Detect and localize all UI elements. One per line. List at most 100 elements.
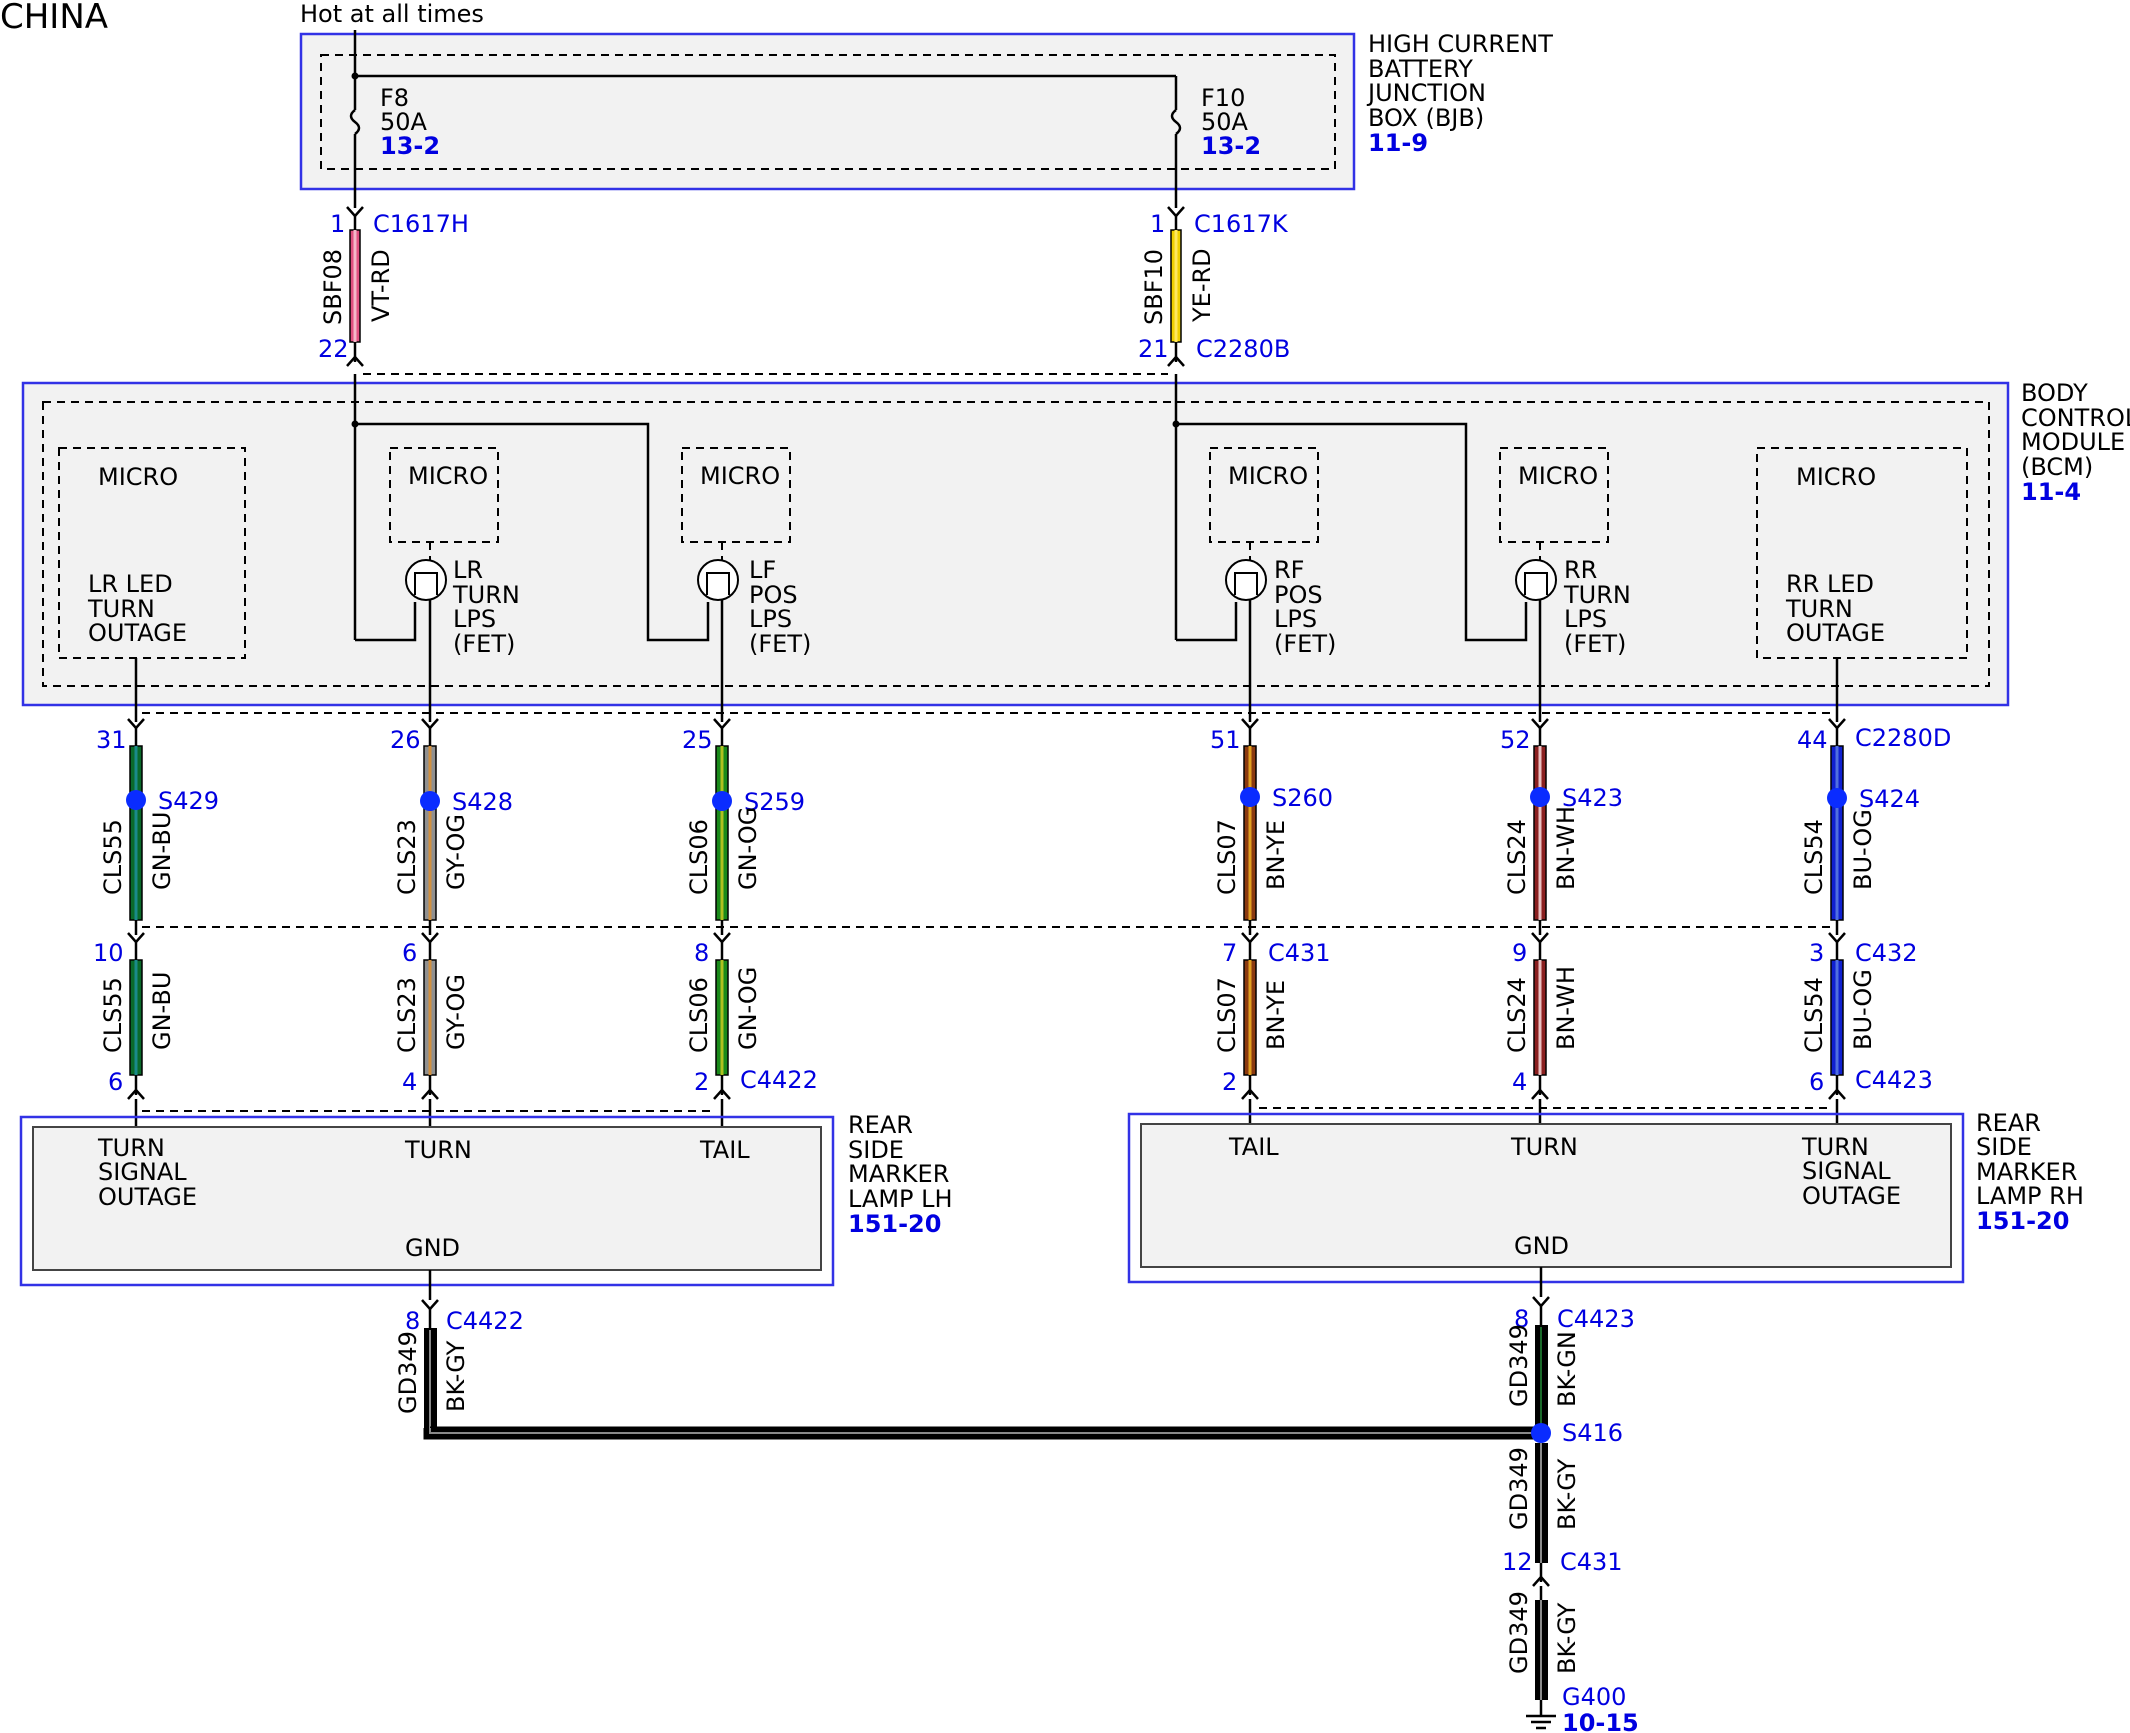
fuse-f8: F8 50A 13-2 [349, 84, 440, 208]
block-label-line: POS [1274, 581, 1323, 609]
block-label-line: RR [1564, 556, 1597, 584]
fuse-f10-rating: 50A [1201, 108, 1249, 136]
splice-s260 [1240, 787, 1260, 807]
pin-lamp-label: 2 [1222, 1068, 1237, 1096]
block-label-line: LF [749, 556, 776, 584]
sbf10-color: YE-RD [1188, 248, 1216, 323]
pin-lamp-label: 4 [1512, 1068, 1527, 1096]
bjb-ref: 11-9 [1368, 129, 1428, 157]
bcm-block-lf-pos-lps: MICRO LF POS LPS (FET) [681, 447, 811, 658]
fet-icon [697, 559, 739, 601]
lamp-rh-name: LAMP RH [1976, 1182, 2084, 1210]
wire-color-label: GN-BU [148, 812, 176, 890]
pin-bcm-label: 26 [390, 726, 421, 754]
micro-label: MICRO [98, 463, 178, 491]
pin-mid-label: 3 [1809, 939, 1824, 967]
lamp-rh-name: MARKER [1976, 1158, 2077, 1186]
lamp-rh-name: SIDE [1976, 1133, 2032, 1161]
fuse-f8-rating: 50A [380, 108, 428, 136]
block-label-line: (FET) [749, 630, 811, 658]
feed-wire-sbf10: 1 C1617K 21 C2280B SBF10 YE-RD [1138, 206, 1290, 367]
pin-lamp-label: 6 [1809, 1068, 1824, 1096]
wire-color-label: BN-WH [1552, 806, 1580, 890]
wire-color-label: GY-OG [442, 974, 470, 1050]
pin-bcm-label: 44 [1797, 726, 1828, 754]
circuit-label: CLS54 [1800, 819, 1828, 895]
block-label-line: POS [749, 581, 798, 609]
ground-symbol-icon [1526, 1714, 1556, 1730]
gnd-rh-conn: C4423 [1557, 1305, 1635, 1333]
lamp-pin-label: OUTAGE [98, 1183, 197, 1211]
circuit-label: CLS06 [685, 977, 713, 1053]
wire-cls07 [1240, 600, 1260, 1124]
circuit-label: CLS07 [1213, 819, 1241, 895]
pin-bcm-label: 25 [682, 726, 713, 754]
wire-color-label: BU-OG [1849, 809, 1877, 890]
micro-label: MICRO [700, 462, 780, 490]
fuse-f10-name: F10 [1201, 84, 1245, 112]
lamp-pin-label: TAIL [1228, 1133, 1279, 1161]
circuit-label: CLS07 [1213, 977, 1241, 1053]
block-label-line: LPS [749, 605, 792, 633]
block-label-line: OUTAGE [88, 619, 187, 647]
block-label-line: TURN [1563, 581, 1631, 609]
ground-point-label: G400 [1562, 1683, 1626, 1711]
block-label-line: LPS [1274, 605, 1317, 633]
sbf10-pin-top: 1 [1150, 210, 1165, 238]
rear-side-marker-lamp-lh: TURN SIGNAL OUTAGE TURN TAIL GND REAR SI… [19, 1111, 953, 1287]
sbf08-conn-top: C1617H [373, 210, 469, 238]
pin-lamp-label: 4 [402, 1068, 417, 1096]
block-label-line: TURN [452, 581, 520, 609]
lamp-pin-label: SIGNAL [1802, 1157, 1891, 1185]
block-label-line: (FET) [1274, 630, 1336, 658]
feed-wire-sbf08: 1 C1617H 22 SBF08 VT-RD [318, 206, 469, 367]
circuit-label: CLS23 [393, 819, 421, 895]
pin-mid-label: 9 [1512, 939, 1527, 967]
lamp-pin-label: OUTAGE [1802, 1182, 1901, 1210]
circuit-label: CLS54 [1800, 977, 1828, 1053]
wire-color-label: GN-OG [734, 807, 762, 890]
sbf08-pin-top: 1 [330, 210, 345, 238]
bcm-block-rr-turn-lps: MICRO RR TURN LPS (FET) [1499, 447, 1631, 658]
pin-bcm-label: 52 [1500, 726, 1531, 754]
pin-mid-label: 10 [93, 939, 124, 967]
gnd-trunk1-color: BK-GY [1553, 1458, 1581, 1530]
block-label-line: (FET) [1564, 630, 1626, 658]
block-label-line: TURN [87, 595, 155, 623]
fuse-f10: F10 50A 13-2 [1170, 84, 1261, 208]
splice-label: S429 [158, 787, 219, 815]
gnd-lh-color: BK-GY [442, 1340, 470, 1412]
sbf10-pin-bot: 21 [1138, 335, 1169, 363]
pin-mid-label: 7 [1222, 939, 1237, 967]
wire-color-label: GN-BU [148, 972, 176, 1050]
splice-s259 [712, 791, 732, 811]
micro-label: MICRO [1228, 462, 1308, 490]
lamp-pin-label: TURN [97, 1134, 165, 1162]
lamp-rh-ref: 151-20 [1976, 1207, 2069, 1235]
lamp-rh-name: REAR [1976, 1109, 2041, 1137]
wire-color-label: BN-WH [1552, 966, 1580, 1050]
wire-cls06 [712, 600, 732, 1127]
splice-label: S260 [1272, 784, 1333, 812]
block-label-line: RR LED [1786, 570, 1874, 598]
sbf08-color: VT-RD [367, 249, 395, 322]
bjb-name-4: BOX (BJB) [1368, 104, 1484, 132]
pin-bcm-label: 51 [1210, 726, 1241, 754]
wire-cls23 [420, 600, 440, 1127]
bcm-name-1: BODY [2021, 379, 2088, 407]
bjb-name-1: HIGH CURRENT [1368, 30, 1553, 58]
wire-color-label: BU-OG [1849, 969, 1877, 1050]
circuit-label: CLS23 [393, 977, 421, 1053]
bjb-name-2: BATTERY [1368, 55, 1473, 83]
gnd-lh-conn: C4422 [446, 1307, 524, 1335]
gnd-rh-circuit: GD349 [1505, 1324, 1533, 1407]
bcm-block-rr-led-turn-outage: MICRO RR LED TURN OUTAGE [1756, 447, 1968, 659]
wire-cls54 [1827, 658, 1847, 1124]
lamp-pin-label: TURN [1801, 1133, 1869, 1161]
lamp-lh-name: SIDE [848, 1136, 904, 1164]
pin-mid-label: 6 [402, 939, 417, 967]
battery-junction-box: HIGH CURRENT BATTERY JUNCTION BOX (BJB) … [299, 30, 1553, 191]
wire-cls55 [126, 658, 146, 1127]
pin-lamp-label: 2 [694, 1068, 709, 1096]
